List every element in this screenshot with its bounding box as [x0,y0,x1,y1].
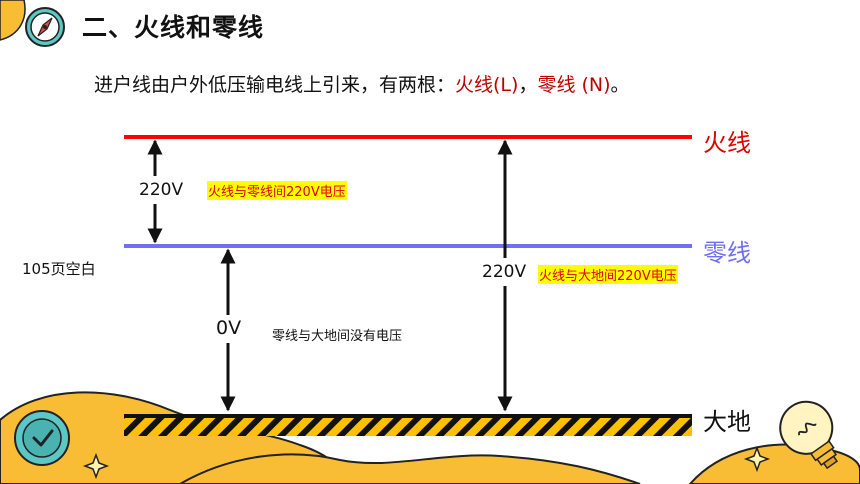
neutral-earth-note: 零线与大地间没有电压 [272,329,403,344]
compass-icon [24,6,66,48]
page-title: 二、火线和零线 [82,13,265,42]
intro-text: 进户线由户外低压输电线上引来，有两根：火线(L)，零线 (N)。 [94,70,630,97]
earth-ground [124,414,692,436]
live-label: 火线 [703,129,751,157]
sparkle-icon-2 [743,445,771,473]
earth-label: 大地 [703,408,751,436]
intro-end: 。 [610,74,630,96]
side-note: 105页空白 [22,260,96,278]
top-left-wave [0,0,26,41]
lightbulb-icon [772,392,852,480]
clock-icon [12,408,72,468]
neutral-label: 零线 [703,239,751,267]
live-neutral-note: 火线与零线间220V电压 [207,181,347,200]
live-earth-note: 火线与大地间220V电压 [538,265,678,284]
neutral-earth-voltage: 0V [210,315,252,343]
sparkle-icon-1 [82,452,110,480]
intro-sep: ， [518,74,538,96]
live-earth-voltage: 220V [474,258,535,286]
intro-live: 火线(L) [455,74,519,96]
live-neutral-voltage: 220V [131,176,192,204]
intro-main: 进户线由户外低压输电线上引来，有两根： [94,74,456,96]
intro-neutral: 零线 (N) [537,74,611,96]
bottom-wave [178,453,641,484]
